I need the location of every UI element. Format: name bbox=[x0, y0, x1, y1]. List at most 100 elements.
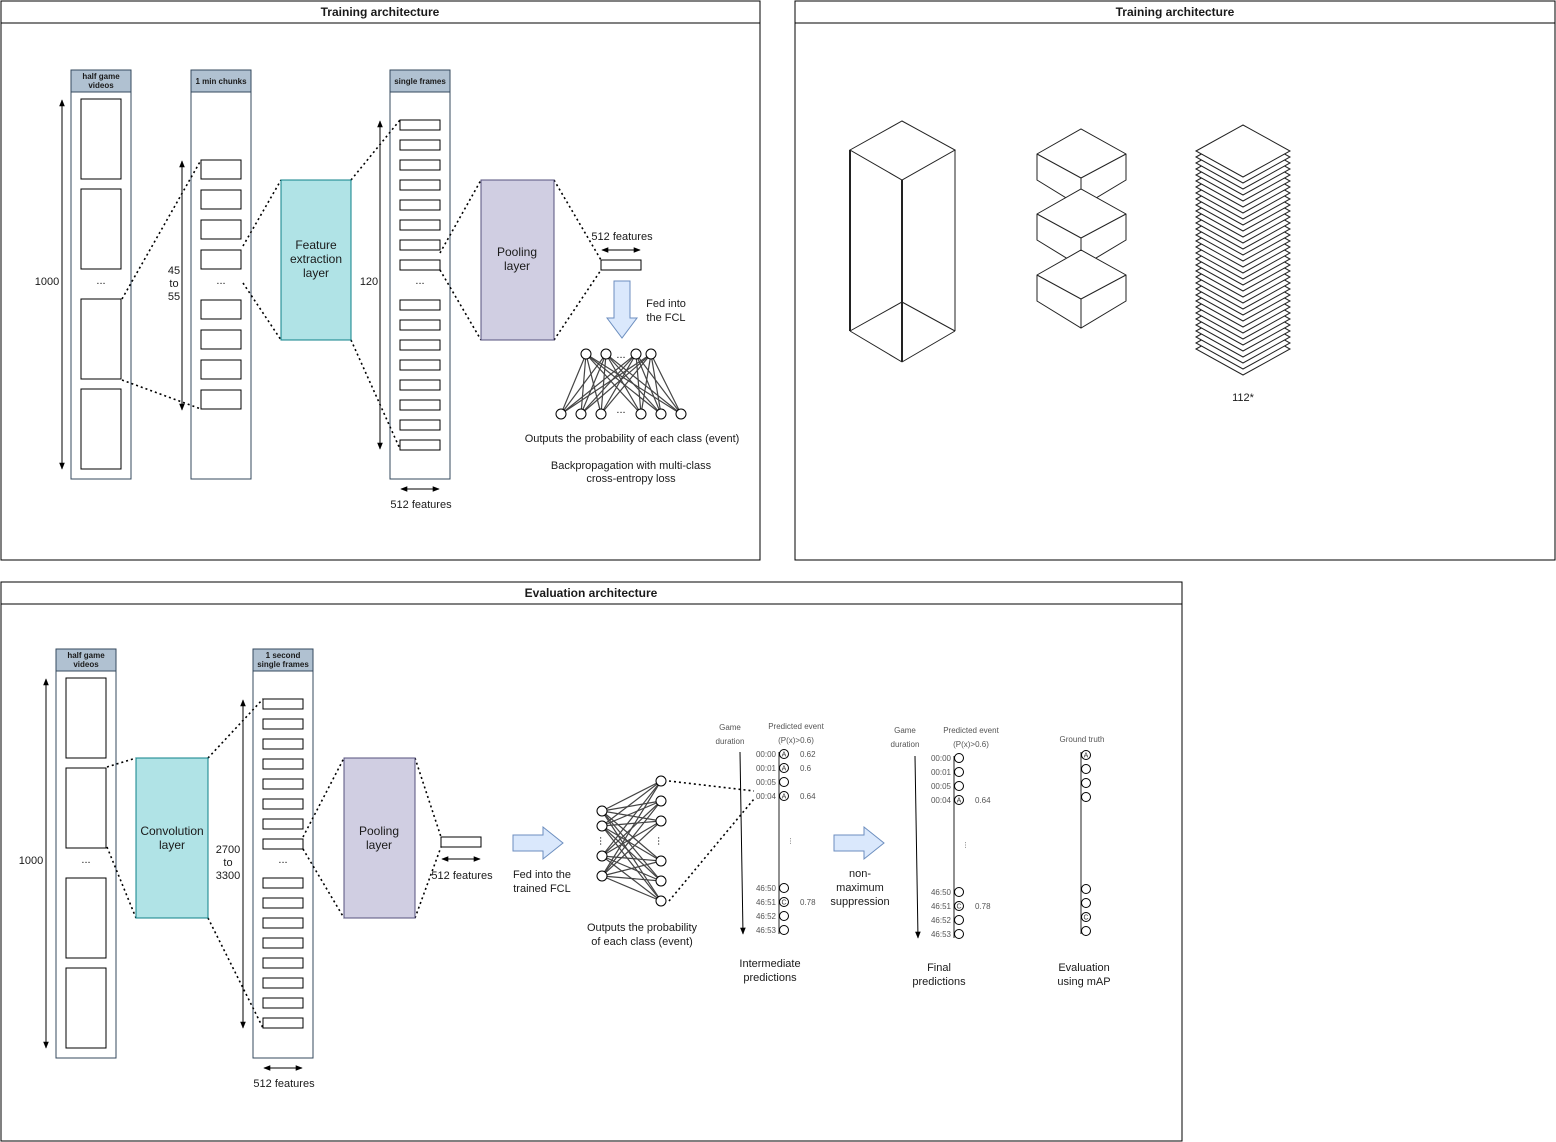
inter-row-time: 00:04 bbox=[756, 792, 777, 801]
training-single-frame-2 bbox=[399, 139, 441, 151]
final-row-time: 00:04 bbox=[931, 796, 952, 805]
eval-single-frame-15 bbox=[262, 997, 304, 1009]
training-features-right: 512 features bbox=[591, 231, 653, 243]
inter-row-time: 46:51 bbox=[756, 898, 777, 907]
eval-fcl-node bbox=[596, 820, 608, 832]
eval-fcl-edge bbox=[601, 800, 662, 877]
eval-single-frame-7 bbox=[262, 818, 304, 830]
eval-features-right: 512 features bbox=[431, 870, 493, 882]
final-row-marker bbox=[954, 767, 964, 777]
training-panel-2-title: Training architecture bbox=[1116, 5, 1235, 19]
eval-single-frame-4 bbox=[262, 758, 304, 770]
inter-row-marker-letter: A bbox=[782, 766, 787, 773]
training-chunk-frame-3 bbox=[200, 219, 242, 240]
training-fcl-edge bbox=[560, 353, 587, 415]
training-outputs-text: Outputs the probability of each class (e… bbox=[525, 433, 740, 445]
training-fcl-edge bbox=[600, 353, 607, 415]
eval-video-frame-1 bbox=[65, 677, 107, 759]
gt-row-marker bbox=[1081, 884, 1091, 894]
training-frames-header: single frames bbox=[394, 77, 446, 86]
training-chunk-frame-4 bbox=[200, 249, 242, 270]
eval-fcl-edge bbox=[601, 780, 662, 827]
eval-fcl-edge bbox=[601, 820, 662, 877]
inter-timeline-arrow bbox=[739, 751, 746, 935]
training-dim-videos: 1000 bbox=[35, 276, 59, 288]
eval-single-frame-10 bbox=[262, 897, 304, 909]
training-projection-lines bbox=[121, 119, 602, 450]
training-feature-vector bbox=[600, 259, 642, 271]
eval-single-frames bbox=[262, 698, 304, 1029]
training-chunk-frame-2 bbox=[200, 189, 242, 210]
inter-row-time: 00:00 bbox=[756, 750, 777, 759]
gt-row-marker bbox=[1081, 764, 1091, 774]
eval-fcl-edge bbox=[601, 800, 662, 812]
training-chunk-frame-6 bbox=[200, 329, 242, 350]
training-frames-column: single frames bbox=[389, 69, 451, 480]
nms-right-arrow bbox=[833, 825, 885, 861]
final-row-time: 46:53 bbox=[931, 930, 952, 939]
training-single-frame-4 bbox=[399, 179, 441, 191]
inter-predicted-event: Predicted event bbox=[768, 722, 824, 731]
training-fcl-edge bbox=[605, 353, 682, 415]
training-ellipsis-chunks: ... bbox=[216, 275, 225, 287]
training-fcl-edge bbox=[560, 353, 637, 415]
training-video-frame-2 bbox=[80, 188, 122, 270]
eval-single-frame-9 bbox=[262, 877, 304, 889]
training-fcl-node bbox=[595, 408, 607, 420]
eval-video-frames bbox=[65, 677, 107, 1049]
cube-2 bbox=[1036, 188, 1127, 268]
eval-fcl-node bbox=[596, 805, 608, 817]
eval-video-frame-4 bbox=[65, 967, 107, 1049]
eval-single-frame-8 bbox=[262, 838, 304, 850]
final-row-prob: 0.64 bbox=[975, 796, 991, 805]
inter-row-time: 00:01 bbox=[756, 764, 777, 773]
inter-row-prob: 0.6 bbox=[800, 764, 812, 773]
training-single-frame-11 bbox=[399, 339, 441, 351]
tall-block bbox=[848, 120, 957, 363]
training-features-bottom: 512 features bbox=[390, 499, 452, 511]
eval-fcl-edge bbox=[601, 825, 662, 862]
eval-fcl-edge bbox=[601, 860, 662, 877]
three-cube-stack bbox=[1036, 128, 1127, 329]
inter-row-prob: 0.62 bbox=[800, 750, 816, 759]
cube-3 bbox=[1036, 249, 1127, 329]
training-fcl-edge bbox=[600, 353, 637, 415]
training-single-frame-6 bbox=[399, 219, 441, 231]
training-fcl-edge bbox=[560, 353, 607, 415]
final-threshold: (P(x)>0.6) bbox=[953, 740, 989, 749]
training-single-frame-13 bbox=[399, 379, 441, 391]
inter-row-marker-letter: C bbox=[781, 900, 786, 907]
training-panel-2: Training architecture bbox=[794, 0, 1556, 561]
training-chunk-frame-8 bbox=[200, 389, 242, 410]
inter-row-marker bbox=[779, 777, 789, 787]
training-single-frame-12 bbox=[399, 359, 441, 371]
eval-fcl-node bbox=[655, 815, 667, 827]
training-fcl-node bbox=[600, 348, 612, 360]
final-row-prob: 0.78 bbox=[975, 902, 991, 911]
final-row-time: 00:05 bbox=[931, 782, 952, 791]
gt-row-marker bbox=[1081, 792, 1091, 802]
eval-right-arrow-fcl bbox=[512, 825, 564, 861]
training-video-frame-4 bbox=[80, 388, 122, 470]
eval-single-frame-2 bbox=[262, 718, 304, 730]
training-fcl-ellipsis-top: ... bbox=[616, 349, 625, 361]
training-single-frame-1 bbox=[399, 119, 441, 131]
eval-single-frame-12 bbox=[262, 937, 304, 949]
final-row-marker bbox=[954, 929, 964, 939]
training-fcl-network bbox=[555, 348, 687, 420]
final-row-marker bbox=[954, 915, 964, 925]
eval-fcl-node bbox=[655, 795, 667, 807]
eval-fcl-edge bbox=[601, 825, 662, 882]
inter-row-marker bbox=[779, 897, 789, 907]
final-row-marker bbox=[954, 887, 964, 897]
